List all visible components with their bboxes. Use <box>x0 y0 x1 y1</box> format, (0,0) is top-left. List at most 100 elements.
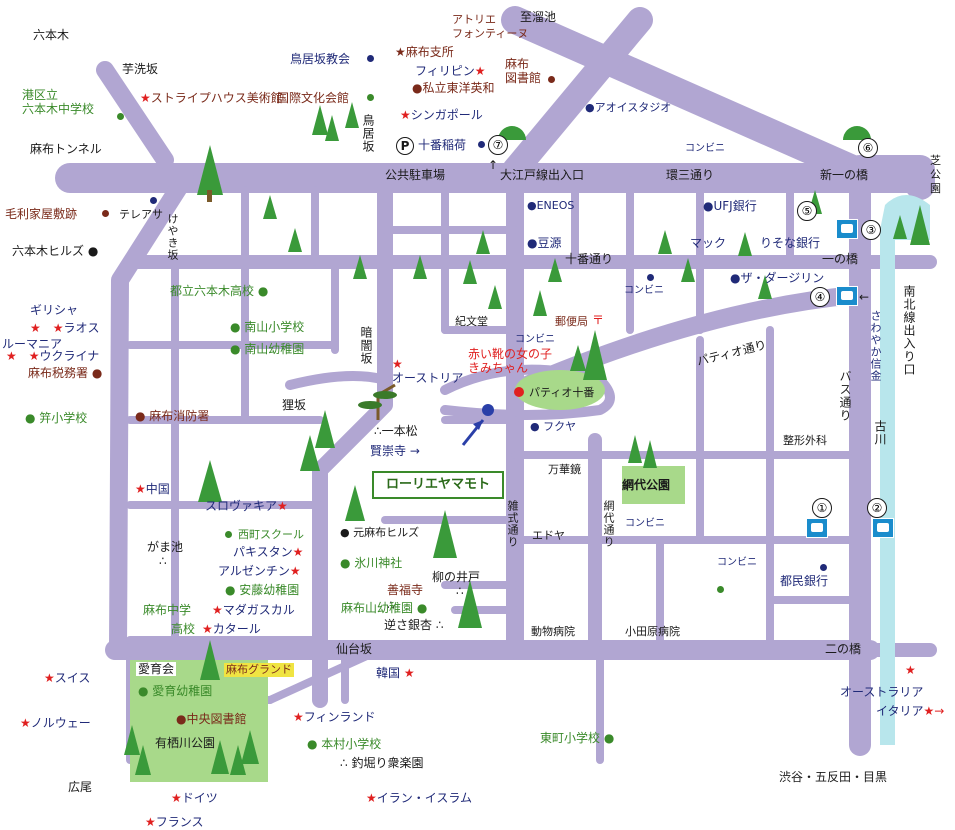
label-imoaraizaka: 芋洗坂 <box>122 62 159 76</box>
label-edoya: エドヤ <box>532 529 565 542</box>
label-germany: ★ドイツ <box>171 791 218 805</box>
label-convenience-2: コンビニ <box>624 285 664 296</box>
label-australia: オーストラリア <box>840 685 924 699</box>
label-zoshiki-dori: 雑式通り <box>506 500 519 548</box>
label-akai-kutsu: 赤い靴の女の子 きみちゃん <box>468 347 553 375</box>
label-kokusai-bunka: 国際文化会館 <box>277 91 350 105</box>
label-stripe-house: ★ストライプハウス美術館 <box>140 91 283 105</box>
label-toriizaka-church: 鳥居坂教会 <box>290 52 351 66</box>
label-argentina: アルゼンチン★ <box>218 564 301 578</box>
road-shiboike <box>501 6 869 184</box>
label-sendaizaka: 仙台坂 <box>336 642 373 656</box>
marker-dot <box>150 197 157 204</box>
label-yanagi-no-ido: 柳の井戸 ∴ <box>432 570 481 598</box>
label-convenience-4: コンビニ <box>625 518 665 529</box>
label-kenjuji: 賢崇寺 → <box>370 444 420 458</box>
label-qatar: ★カタール <box>202 622 261 636</box>
exit-3: ③ <box>861 220 881 240</box>
label-mac: マック <box>690 236 727 250</box>
label-resona: りそな銀行 <box>760 236 821 250</box>
label-ninohashi: 二の橋 <box>825 642 862 656</box>
label-azabu-sanyo-kg: 麻布山幼稚園 ● <box>341 601 428 615</box>
label-azabu-fire: ● 麻布消防署 <box>135 409 210 423</box>
river-furukawa <box>880 195 930 745</box>
label-convenience-3: コンビニ <box>515 334 555 345</box>
label-azabu-tunnel: 麻布トンネル <box>30 142 102 156</box>
label-roppongi-hills: 六本木ヒルズ ● <box>12 244 99 258</box>
station-icon <box>836 219 858 239</box>
label-korea: 韓国 ★ <box>376 666 415 680</box>
label-kanjo-dori: 環三通り <box>666 168 715 182</box>
label-kibundo: 紀文堂 <box>455 315 488 328</box>
label-motomura-es: ● 本村小学校 <box>307 737 382 751</box>
label-shiboike: 至溜池 <box>520 10 557 24</box>
road-shibakoen-curve <box>845 155 935 200</box>
label-juban-dori: 十番通り <box>565 252 614 266</box>
label-fukuya: ● フクヤ <box>530 420 577 433</box>
road-patio-ellipse <box>440 364 615 420</box>
exit-4: ④ <box>810 287 830 307</box>
exit-2: ② <box>867 498 887 518</box>
label-azabu-grand: 麻布グランド <box>224 663 294 677</box>
exit-6: ⑥ <box>858 138 878 158</box>
label-azabu-tax: 麻布税務署 ● <box>28 366 103 380</box>
marker-dot <box>225 531 232 538</box>
label-iran: ★イラン・イスラム <box>366 791 473 805</box>
label-romania: ルーマニア <box>2 337 63 351</box>
label-loriier: ローリエヤマモト <box>372 471 504 499</box>
label-mamegen: ●豆源 <box>527 236 562 250</box>
label-ippon-matsu: ∴一本松 <box>374 424 418 438</box>
station-icon <box>836 286 858 306</box>
label-seikei-geka: 整形外科 <box>783 434 827 447</box>
exit-1: ① <box>812 498 832 518</box>
label-moto-azabu-hills: ● 元麻布ヒルズ <box>340 526 420 539</box>
label-slovakia: スロヴァキア★ <box>205 499 288 513</box>
label-higashimachi-es: 東町小学校 ● <box>540 731 615 745</box>
label-tanukizaka: 狸坂 <box>282 398 307 412</box>
label-convenience: コンビニ <box>685 143 725 154</box>
label-amishiro-dori: 網代通り <box>602 500 615 548</box>
label-darjeeling: ●ザ・ダージリン <box>730 271 825 285</box>
post-office-icon: 〒 <box>592 313 605 327</box>
label-nanzan-kg: ● 南山幼稚園 <box>230 342 305 356</box>
label-hikawa-shrine: ● 氷川神社 <box>340 556 403 570</box>
park-amishiro <box>622 466 685 504</box>
label-arisugawa-park: 有栖川公園 <box>155 736 216 750</box>
label-nishimachi-school: 西町スクール <box>238 528 304 541</box>
label-laos: ★ ★ラオス <box>30 321 100 335</box>
label-central-library: ●中央図書館 <box>176 712 247 726</box>
label-ufj: ●UFJ銀行 <box>703 199 757 213</box>
label-atelier: アトリエ フォンティーヌ <box>452 13 529 40</box>
label-mori-residence: 毛利家屋敷跡 <box>5 207 78 221</box>
label-terasa: テレアサ <box>119 208 163 221</box>
road-left-ellipse <box>285 371 390 390</box>
arrow-left-icon: ← <box>859 290 870 304</box>
label-zenpukuji: 善福寺 <box>387 583 424 597</box>
arrow-up-icon: ↑ <box>488 158 499 172</box>
label-shibuya: 渋谷・五反田・目黒 <box>779 770 888 784</box>
label-aois: ●アオイスタジオ <box>585 101 672 114</box>
label-ichinohashi: 一の橋 <box>822 252 859 266</box>
marker-dot <box>548 76 555 83</box>
label-norway: ★ノルウェー <box>20 716 91 730</box>
park-arisugawa <box>130 702 268 782</box>
label-odawara-hospital: 小田原病院 <box>625 625 680 638</box>
label-singapore: ★シンガポール <box>400 108 483 122</box>
label-greece: ギリシャ <box>30 303 79 317</box>
label-pakistan: パキスタン★ <box>233 545 304 559</box>
label-toritsu-roppongi-hs: 都立六本木高校 ● <box>170 284 269 298</box>
label-kurayamizaka: 暗闇坂 <box>359 326 373 365</box>
label-philippines: フィリピン★ <box>415 64 486 78</box>
label-toyo-eiwa: ●私立東洋英和 <box>412 81 495 95</box>
marker-dot <box>820 564 827 571</box>
label-mankakyo: 万華鏡 <box>548 463 581 476</box>
label-toriizaka: 鳥居坂 <box>361 114 375 153</box>
label-public-parking: 公共駐車場 <box>385 168 446 182</box>
label-ukraine: ★ ★ウクライナ <box>6 349 100 363</box>
exit-7: ⑦ <box>488 135 508 155</box>
label-furukawa: 古川 <box>873 420 887 446</box>
station-icon <box>806 518 828 538</box>
label-china: ★中国 <box>135 482 170 496</box>
